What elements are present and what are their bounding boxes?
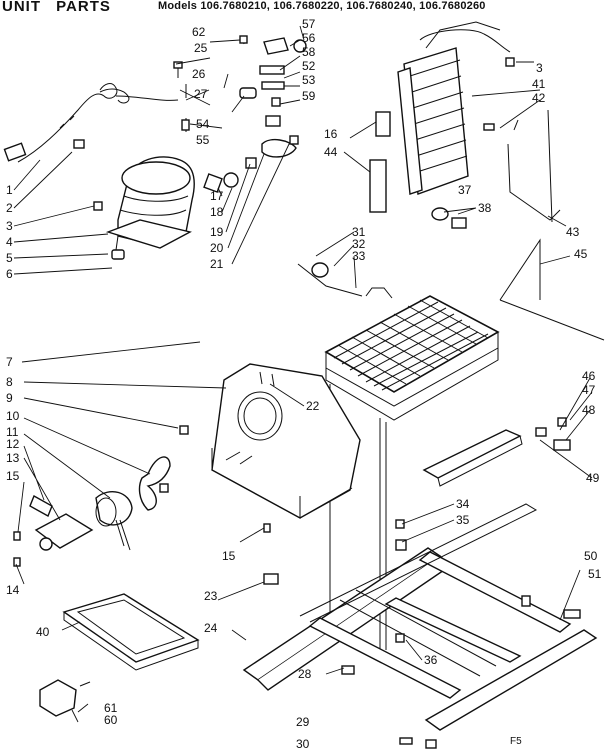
drain-pan <box>62 593 200 671</box>
callout-label: 55 <box>196 133 210 147</box>
callout-label: 27 <box>194 87 208 101</box>
callout-label: 34 <box>456 497 470 511</box>
condenser-coil <box>369 21 511 213</box>
callout-label: 30 <box>296 737 310 751</box>
callout-label: 47 <box>582 383 596 397</box>
callout-label: 53 <box>302 73 316 87</box>
callout-label: 40 <box>36 625 50 639</box>
callout-label: 11 <box>6 425 19 439</box>
callout-label: 38 <box>478 201 492 215</box>
callout-label: 32 <box>352 237 366 251</box>
fan-shroud <box>211 363 361 519</box>
callout-label: 28 <box>298 667 312 681</box>
callout-label: 19 <box>210 225 224 239</box>
callout-label: 25 <box>194 41 208 55</box>
callout-label: 50 <box>584 549 598 563</box>
drain-channel <box>422 417 571 487</box>
callout-label: 9 <box>6 391 13 405</box>
callout-label: 24 <box>204 621 218 635</box>
callout-label: 43 <box>566 225 580 239</box>
base-frame <box>242 503 598 731</box>
callout-label: 51 <box>588 567 602 581</box>
callout-label: 36 <box>424 653 438 667</box>
callout-label: 45 <box>574 247 588 261</box>
callout-label: 62 <box>192 25 206 39</box>
callout-labels: 1 2 3 4 5 6 7 8 9 10 11 12 13 14 15 15 1… <box>6 17 602 751</box>
callout-label: 23 <box>204 589 218 603</box>
callout-label: 54 <box>196 117 210 131</box>
callout-label: 14 <box>6 583 20 597</box>
callout-label: 42 <box>532 91 546 105</box>
evaporator-fan <box>13 425 271 567</box>
callout-label: 3 <box>536 61 543 75</box>
bottom-fasteners <box>399 737 437 749</box>
power-cord <box>3 83 179 163</box>
callout-label: 26 <box>192 67 206 81</box>
callout-label: 1 <box>6 183 13 197</box>
fan-motor-parts-right <box>431 57 515 229</box>
callout-label: 41 <box>532 77 546 91</box>
callout-label: 58 <box>302 45 316 59</box>
callout-label: 37 <box>458 183 472 197</box>
callout-label: 10 <box>6 409 20 423</box>
callout-label: 2 <box>6 201 13 215</box>
callout-label: 52 <box>302 59 316 73</box>
footer-mark: F5 <box>510 736 522 747</box>
callout-label: 18 <box>210 205 224 219</box>
callout-label: 49 <box>586 471 600 485</box>
callout-label: 21 <box>210 257 224 271</box>
callout-label: 57 <box>302 17 316 31</box>
callout-label: 31 <box>352 225 366 239</box>
callout-label: 46 <box>582 369 596 383</box>
callout-label: 61 <box>104 701 118 715</box>
callout-label: 48 <box>582 403 596 417</box>
pan-clip <box>39 679 91 717</box>
drier-tube <box>483 109 561 223</box>
callout-label: 3 <box>6 219 13 233</box>
compressor <box>105 156 195 260</box>
callout-label: 22 <box>306 399 320 413</box>
callout-label: 59 <box>302 89 316 103</box>
callout-label: 12 <box>6 437 20 451</box>
callout-label: 4 <box>6 235 13 249</box>
callout-label: 15 <box>6 469 20 483</box>
callout-label: 13 <box>6 451 20 465</box>
compressor-small-parts <box>73 35 307 211</box>
callout-label: 29 <box>296 715 310 729</box>
callout-label: 35 <box>456 513 470 527</box>
callout-label: 8 <box>6 375 13 389</box>
leader-lines <box>13 25 593 723</box>
callout-label: 44 <box>324 145 338 159</box>
model-numbers: Models 106.7680210, 106.7680220, 106.768… <box>158 0 486 12</box>
callout-label: 20 <box>210 241 224 255</box>
callout-label: 15 <box>222 549 236 563</box>
callout-label: 17 <box>210 189 224 203</box>
callout-label: 33 <box>352 249 366 263</box>
callout-label: 6 <box>6 267 13 281</box>
callout-label: 16 <box>324 127 338 141</box>
callout-label: 60 <box>104 713 118 727</box>
diagram-title: UNIT PARTS <box>2 0 111 15</box>
callout-label: 7 <box>6 355 13 369</box>
callout-label: 5 <box>6 251 13 265</box>
callout-label: 56 <box>302 31 316 45</box>
